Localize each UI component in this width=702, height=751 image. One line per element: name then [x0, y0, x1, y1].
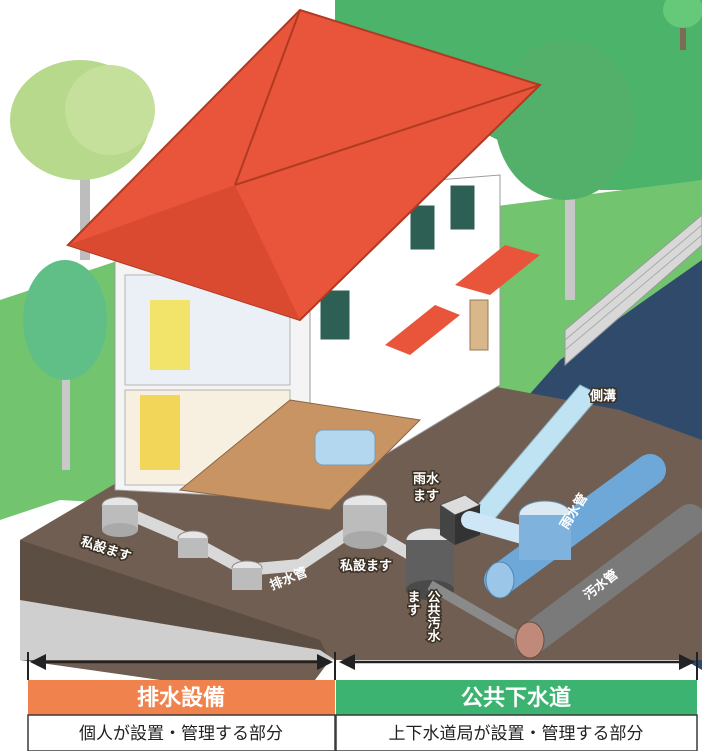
fence [564, 214, 702, 367]
label-public-sewage-basin-col1: 公共汚水 [425, 590, 441, 643]
sewage-pipe [427, 504, 702, 659]
rain-pipe [461, 454, 666, 599]
section-title-private: 排水設備 [137, 685, 225, 711]
section-band-public [336, 680, 697, 715]
range-arrow-left [27, 652, 336, 680]
private-basin [177, 530, 209, 558]
private-basin [101, 496, 139, 537]
tree-right [495, 40, 635, 300]
label-private-basin-right: 私設ます [340, 558, 392, 574]
label-rain-basin-line1: 雨水 [413, 471, 440, 487]
section-title-public: 公共下水道 [461, 685, 571, 711]
section-subtitle-private: 個人が設置・管理する部分 [79, 724, 283, 744]
section-subtitle-public: 上下水道局が設置・管理する部分 [389, 724, 644, 744]
section-band-private [28, 680, 335, 715]
label-side-ditch: 側溝 [589, 388, 616, 404]
range-arrow-right [339, 652, 698, 680]
label-public-sewage-basin-col2: ます [405, 590, 421, 616]
tree-top-right [663, 0, 702, 50]
sidewalk [20, 600, 335, 660]
roof [66, 8, 542, 322]
label-rain-basin-line2: ます [413, 489, 439, 504]
tree-left [10, 60, 155, 260]
private-basin-large [342, 494, 388, 549]
section-subtitle-box-public [335, 714, 698, 751]
tree-left-small [23, 260, 107, 470]
section-subtitle-box-private [27, 714, 336, 751]
private-basin [231, 560, 263, 590]
